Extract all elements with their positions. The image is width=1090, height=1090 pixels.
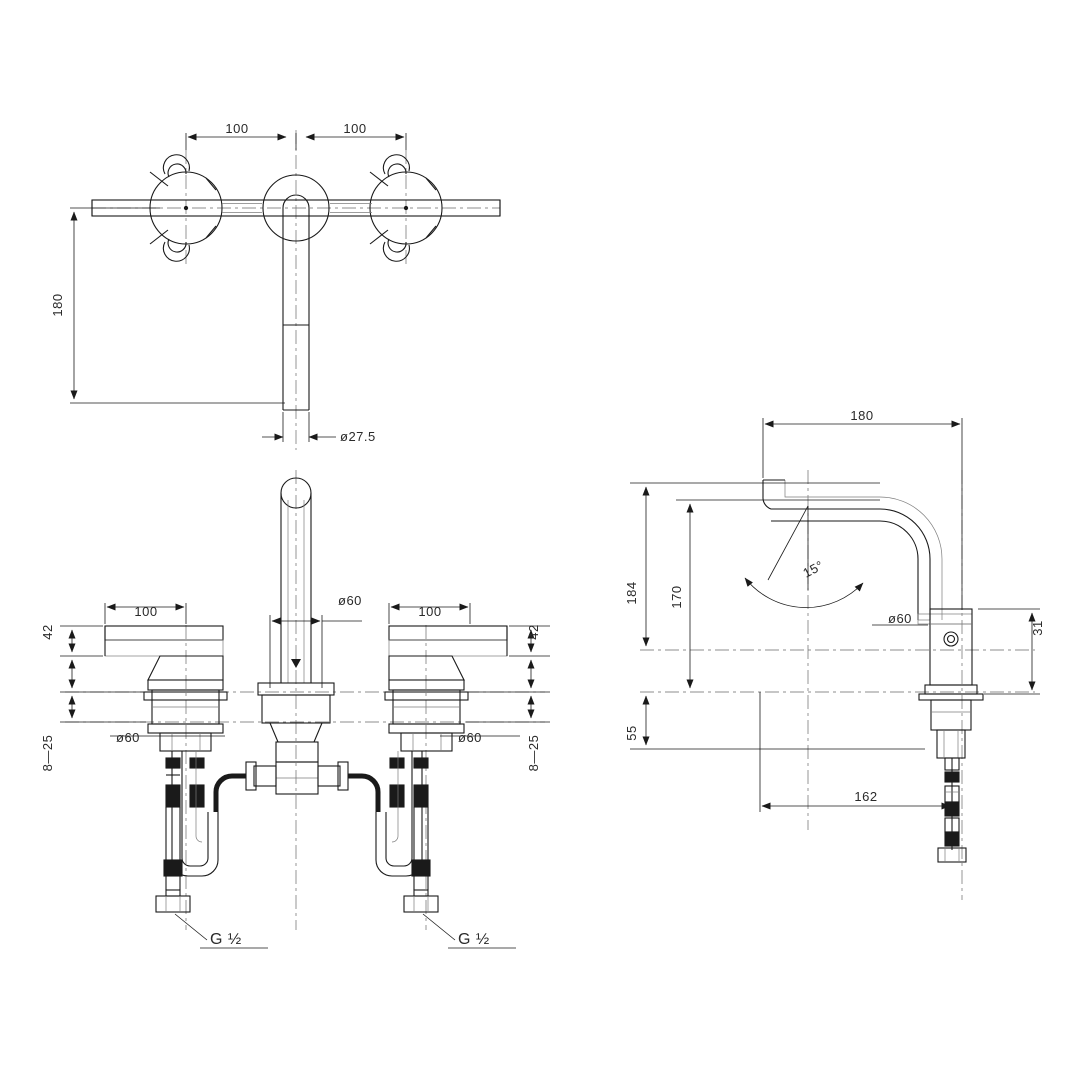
front-view-pipework [155,751,439,913]
side-view-dim-162 [759,692,951,812]
front-view-dim-825-right [466,659,550,723]
side-dim-162-label: 162 [854,789,877,804]
top-dim-100-right-label: 100 [343,121,366,136]
front-dim-825-left-label: 8—25 [40,735,55,772]
top-view-dim-180 [70,207,285,404]
front-view-dim-100-left [104,603,187,624]
side-view-dim-180 [762,418,963,610]
front-view-left-valve [104,625,228,752]
front-thread-right-label: G ½ [458,931,490,948]
front-view-dim-42-right [509,625,550,657]
side-view-spout-arm [762,479,973,625]
top-dim-180-label: 180 [50,293,65,316]
front-view [60,470,550,949]
front-view-right-valve [384,625,508,752]
top-view-dim-d275 [262,412,336,442]
dimension-labels: 100 100 180 ø27.5 100 100 42 42 8—25 8—2… [40,121,1045,948]
side-view-dim-170 [676,499,880,689]
side-dim-180-label: 180 [850,408,873,423]
front-dim-d60-left-label: ø60 [116,730,140,745]
top-view-dim-100-pair [185,133,407,150]
front-dim-d60-right-label: ø60 [458,730,482,745]
top-dim-100-left-label: 100 [225,121,248,136]
side-dim-31-label: 31 [1030,620,1045,635]
side-view-body [918,608,984,759]
side-view [630,418,1040,900]
front-view-dim-825-left [60,659,146,723]
top-view-right-handle [369,154,443,262]
side-view-dim-55 [630,695,925,750]
front-view-dim-d60-spout [269,615,362,688]
front-dim-42-right-label: 42 [526,624,541,639]
front-dim-d60-spout-label: ø60 [338,593,362,608]
front-view-dim-d60-left [110,735,225,737]
front-dim-100-left-label: 100 [134,604,157,619]
side-view-dim-184 [630,482,880,647]
top-view-left-handle [149,154,223,262]
front-view-dim-42-left [60,625,103,657]
front-dim-100-right-label: 100 [418,604,441,619]
front-dim-42-left-label: 42 [40,624,55,639]
top-view-spout [262,174,330,411]
front-dim-825-right-label: 8—25 [526,735,541,772]
front-thread-left-label: G ½ [210,931,242,948]
top-view [70,130,501,450]
side-view-dim-31 [978,608,1040,695]
side-dim-d60-label: ø60 [888,611,912,626]
side-dim-55-label: 55 [624,725,639,740]
front-view-dim-100-right [388,603,471,624]
side-dim-184-label: 184 [624,581,639,604]
side-view-swivel-arc [744,505,864,608]
top-dim-d275-label: ø27.5 [340,429,376,444]
side-dim-170-label: 170 [669,585,684,608]
front-view-thread-leaders [174,913,516,949]
